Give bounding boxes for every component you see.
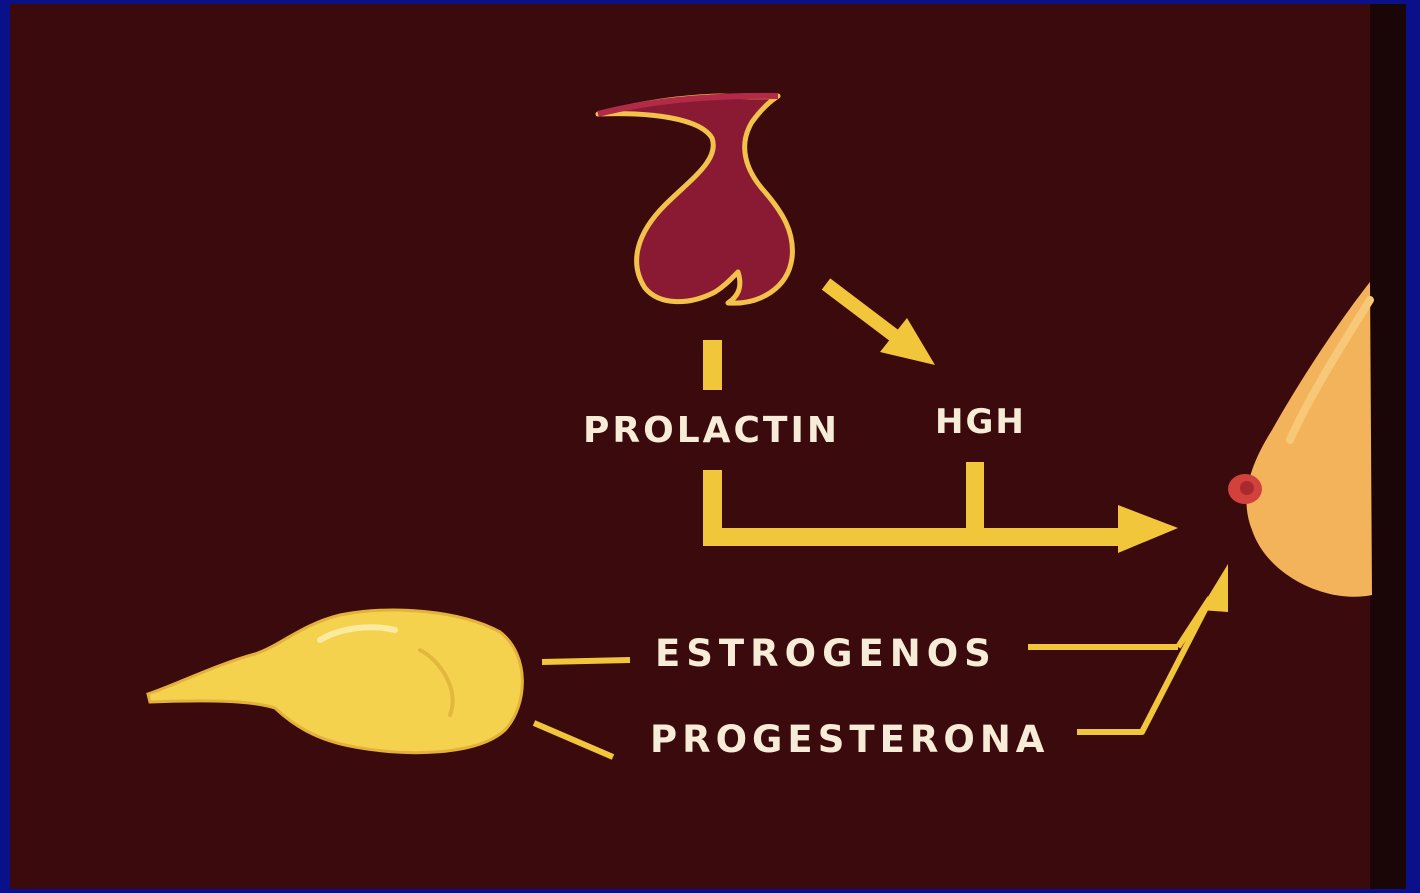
hgh-label: HGH bbox=[935, 402, 1026, 442]
ovary-connectors bbox=[534, 660, 630, 757]
estrogenos-label: ESTROGENOS bbox=[655, 632, 997, 675]
ovary-icon bbox=[148, 610, 522, 753]
steroid-arrows bbox=[1028, 564, 1228, 732]
breast-icon bbox=[1228, 282, 1372, 597]
progesterona-label: PROGESTERONA bbox=[650, 718, 1049, 761]
pituitary-gland-icon bbox=[598, 96, 792, 303]
hgh-connector bbox=[966, 462, 984, 534]
arrow-to-hgh bbox=[826, 284, 935, 365]
prolactin-label: PROLACTIN bbox=[583, 410, 840, 451]
